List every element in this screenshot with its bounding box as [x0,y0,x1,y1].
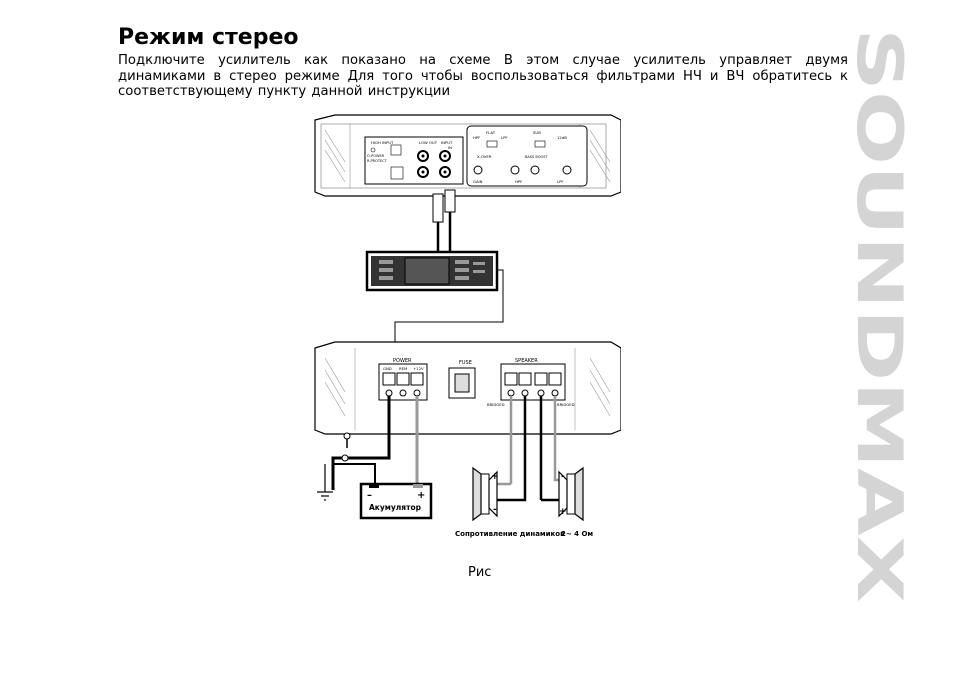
power-led-icon [370,147,376,153]
bass-boost-label: BASS BOOST [525,155,548,159]
speaker-connector-icon [390,166,404,180]
x-over-switch-icon [486,140,498,148]
brand-watermark: SOUNDMAX [848,28,912,603]
low-out-label: LOW OUT [419,140,438,145]
speaker-terminal-1-icon [504,372,518,386]
bass-knob-icon [530,165,540,175]
input-label: INPUT [441,140,453,145]
in-label: IN [448,145,452,150]
speaker-left: + - [472,466,499,522]
hpf-knob-icon [510,165,520,175]
12v-terminal-icon [410,372,424,386]
speaker-left-minus-label: - [493,505,497,515]
high-input-label: HIGH INPUT [371,140,394,145]
speaker-left-plus-label: + [491,472,499,482]
rem-terminal-icon [396,372,410,386]
page-title: Режим стерео [118,25,299,50]
ground-lug-icon [341,454,349,462]
gain-knob-icon [473,165,483,175]
plus12v-label: +12V [413,366,424,371]
db-label: 12dB [557,135,567,140]
gnd-label: GND [383,366,392,371]
wiring-diagram: HIGH INPUT LOW OUT INPUT IN O-POWER R-PR… [314,114,621,538]
speaker-wiring [495,396,563,502]
gain-label: GAIN [473,179,483,184]
hpf-knob-label: HPF [515,179,522,184]
battery-plus-label: + [417,490,425,501]
fuse-icon [454,373,470,393]
x-over-label: X-OVER [477,154,492,159]
bridged-right-label: BRIDGED [557,402,575,407]
gnd-terminal-icon [382,372,396,386]
speaker-right: - + [558,466,584,522]
o-power-label: O-POWER [367,154,385,158]
ground-symbol-icon [317,464,333,501]
amplifier-control-panel: HIGH INPUT LOW OUT INPUT IN O-POWER R-PR… [314,114,621,197]
bridged-left-label: BRIDGED [487,402,505,407]
speaker-terminal-2-icon [518,372,532,386]
power-label: POWER [393,358,412,364]
battery-minus-label: – [367,490,372,501]
battery: – + Акумулятор [359,482,433,520]
lpf-knob-label: LPF [557,179,564,184]
flat-label: FLAT [486,130,496,135]
speaker-terminal-4-icon [548,372,562,386]
figure-caption: Рис [468,565,492,580]
speaker-right-plus-label: + [559,507,567,517]
bass-switch-icon [534,140,546,148]
instruction-paragraph: Подключите усилитель как показано на схе… [118,53,848,99]
battery-label: Акумулятор [369,503,422,512]
power-wiring [317,396,419,501]
r-protect-label: R-PROTECT [367,159,388,163]
impedance-value: 2~ 4 Ом [561,530,593,538]
head-unit [365,250,504,357]
gnd-screw-icon [385,389,393,397]
rem-label: REM [399,366,407,371]
speaker-label: SPEAKER [515,358,538,364]
ground-screw-icon [343,432,351,448]
high-input-connector-icon [390,144,402,156]
lpf-knob-icon [562,165,572,175]
speaker-right-minus-label: - [561,472,565,482]
sub-label: SUB [533,130,541,135]
impedance-label: Сопротивление динамиков [455,530,565,538]
brand-text: SOUNDMAX [848,28,912,603]
speaker-terminal-3-icon [534,372,548,386]
hpf-switch-label: HPF [473,135,480,140]
12v-screw-icon [413,389,421,397]
lpf-switch-label: LPF [501,135,508,140]
rca-cables [432,189,456,255]
fuse-label: FUSE [459,360,472,366]
amplifier-terminal-panel: POWER GND REM +12V FUSE SPEAKER BRIDGED … [314,341,621,435]
rem-screw-icon [399,389,407,397]
